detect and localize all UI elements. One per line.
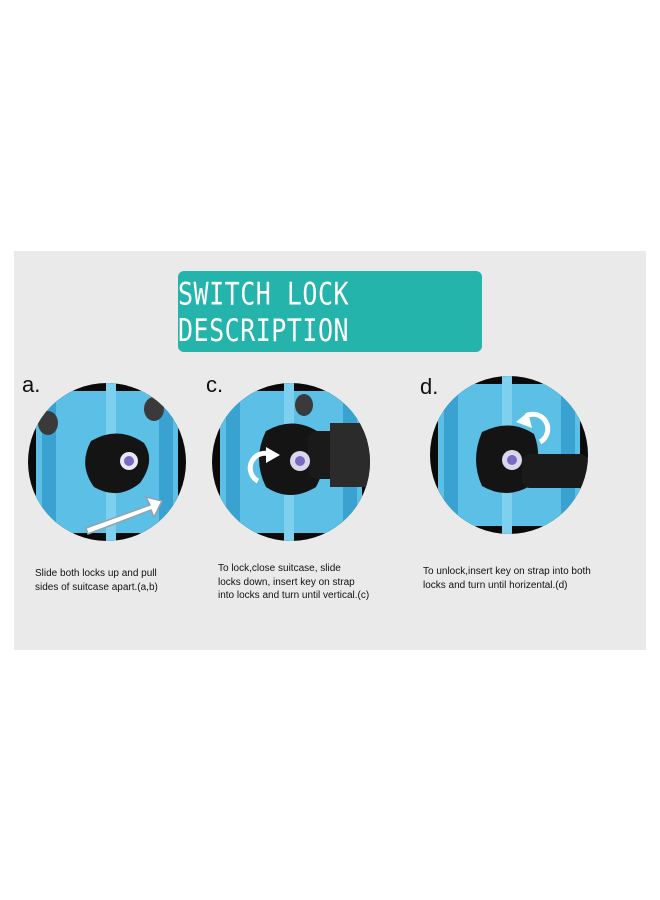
title-banner: SWITCH LOCK DESCRIPTION [178,271,482,352]
step-d-image [430,376,588,534]
step-c-caption: To lock,close suitcase, slide locks down… [218,563,370,601]
step-d-label: d. [420,374,439,399]
step-a-label: a. [22,372,41,397]
step-a-image [28,383,186,541]
page-title: SWITCH LOCK DESCRIPTION [178,275,350,348]
rotate-clockwise-icon [247,447,280,484]
step-c-label: c. [206,372,224,397]
step-a-caption: Slide both locks up and pull sides of su… [35,568,158,593]
rotate-counterclockwise-icon [516,411,551,445]
slide-arrow-icon [85,495,164,535]
step-c-image [212,383,370,541]
step-d-caption: To unlock,insert key on strap into both … [423,566,591,591]
